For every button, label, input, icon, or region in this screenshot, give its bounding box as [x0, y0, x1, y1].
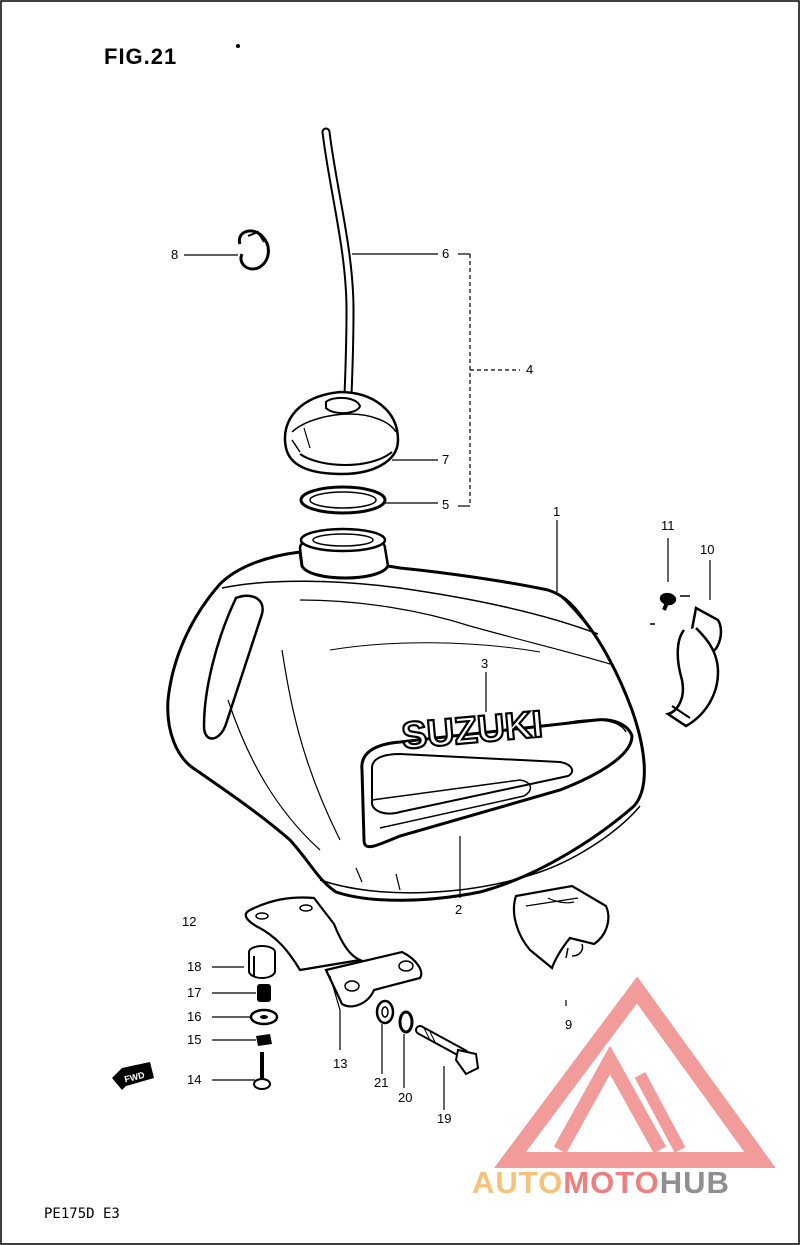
watermark-brand-text: AUTOMOTOHUB — [472, 1165, 730, 1201]
fuel-cap-part-7 — [283, 390, 400, 476]
leader-lines — [212, 253, 711, 1110]
model-code: PE175D E3 — [44, 1206, 120, 1222]
fuel-tank-part-1 — [166, 527, 646, 902]
damper-part-18 — [248, 945, 276, 979]
callout-5: 5 — [442, 497, 450, 512]
callout-17: 17 — [187, 985, 202, 1000]
callout-16: 16 — [187, 1009, 202, 1024]
watermark-auto: AUTO — [472, 1165, 564, 1200]
callout-3: 3 — [481, 656, 489, 671]
callout-19: 19 — [437, 1111, 452, 1126]
bolt-part-14 — [253, 1052, 271, 1090]
bracket-plate-part-13 — [324, 950, 423, 1011]
callout-15: 15 — [187, 1032, 202, 1047]
callout-2: 2 — [455, 902, 463, 917]
breather-hose-part-6 — [321, 127, 355, 400]
lock-washer-part-20 — [398, 1010, 414, 1034]
watermark-hub: HUB — [659, 1165, 730, 1200]
front-bracket-part-9 — [512, 884, 610, 1006]
callout-12: 12 — [182, 914, 197, 929]
callout-7: 7 — [442, 452, 450, 467]
tank-cushion-part-10 — [664, 606, 723, 728]
bolt-part-19 — [415, 1025, 480, 1076]
washer-part-21 — [375, 999, 395, 1025]
callout-13: 13 — [333, 1056, 348, 1071]
figure-title: FIG.21 — [104, 44, 178, 69]
callout-8: 8 — [171, 247, 179, 262]
callout-9: 9 — [565, 1017, 573, 1032]
nut-part-15 — [256, 1034, 272, 1046]
watermark-logo-icon — [494, 976, 776, 1168]
callout-4: 4 — [526, 362, 534, 377]
callout-10: 10 — [700, 542, 715, 557]
watermark-moto: MOTO — [563, 1165, 660, 1200]
stray-dot — [236, 44, 240, 48]
callout-14: 14 — [187, 1072, 202, 1087]
hose-clip-part-8 — [184, 229, 270, 271]
callout-21: 21 — [374, 1075, 389, 1090]
washer-part-16 — [249, 1008, 279, 1026]
tank-emblem-panel-part-2 — [360, 718, 634, 849]
callout-20: 20 — [398, 1090, 413, 1105]
callout-1: 1 — [553, 504, 561, 519]
callout-11: 11 — [661, 518, 675, 533]
fwd-label: FWD — [123, 1070, 146, 1085]
callout-6: 6 — [442, 246, 450, 261]
collar-part-17 — [257, 984, 271, 1002]
fwd-arrow-icon — [112, 1062, 154, 1090]
rear-bracket-part-12 — [244, 896, 365, 972]
cap-gasket-part-5 — [299, 485, 387, 515]
screw-part-11 — [650, 592, 690, 625]
callout-18: 18 — [187, 959, 202, 974]
